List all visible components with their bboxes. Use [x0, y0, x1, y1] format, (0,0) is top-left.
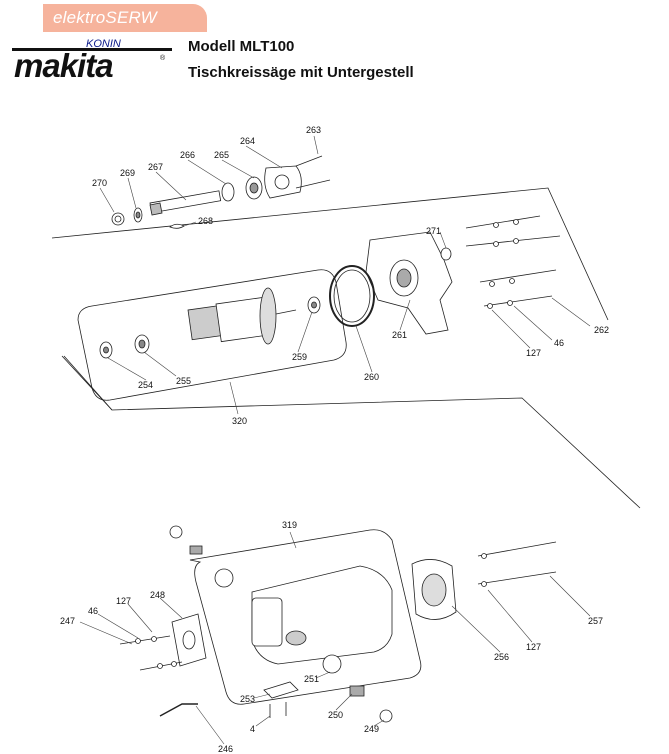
part-label-4: 4 [250, 724, 255, 734]
dealer-badge: elektroSERW [43, 4, 207, 32]
clamp-253 [263, 681, 299, 699]
part-label-256: 256 [494, 652, 509, 662]
part-label-267: 267 [148, 162, 163, 172]
part-label-262: 262 [594, 325, 609, 335]
part-label-250: 250 [328, 710, 343, 720]
part-label-259: 259 [292, 352, 307, 362]
part-label-247: 247 [60, 616, 75, 626]
cap [169, 525, 183, 539]
part-label-253: 253 [240, 694, 255, 704]
part-label-255: 255 [176, 376, 191, 386]
screw-262a [465, 215, 541, 229]
brush-250 [349, 685, 365, 697]
part-label-264: 264 [240, 136, 255, 146]
part-label-261: 261 [392, 330, 407, 340]
part-label-254: 254 [138, 380, 153, 390]
model-title: Modell MLT100 [188, 38, 295, 55]
part-label-270: 270 [92, 178, 107, 188]
makita-logo: makita ® [12, 48, 172, 80]
cap-249 [379, 709, 393, 723]
konin-label: KONIN [86, 38, 121, 50]
housing-group-frame [189, 529, 422, 705]
part-label-127: 127 [116, 596, 131, 606]
screw-263b [295, 179, 331, 189]
screw-262b [465, 235, 561, 247]
part-label-246: 246 [218, 744, 233, 754]
part-label-251: 251 [304, 674, 319, 684]
part-label-268: 268 [198, 216, 213, 226]
part-label-320: 320 [232, 416, 247, 426]
screw-263a [295, 155, 323, 167]
bushing-251 [322, 654, 342, 674]
part-label-269: 269 [120, 168, 135, 178]
frame-line-upper [51, 187, 609, 321]
screw-257a [477, 541, 557, 557]
part-label-248: 248 [150, 590, 165, 600]
fan [259, 287, 277, 345]
frame-line-lower [61, 355, 641, 509]
product-subtitle: Tischkreissäge mit Untergestell [188, 64, 414, 81]
part-label-271: 271 [426, 226, 441, 236]
brush [189, 545, 203, 555]
cord-246 [159, 703, 198, 717]
part-label-260: 260 [364, 372, 379, 382]
svg-text:®: ® [160, 54, 166, 62]
oring-266 [221, 182, 235, 202]
part-label-46: 46 [554, 338, 564, 348]
part-label-46: 46 [88, 606, 98, 616]
screw-257b [477, 571, 557, 585]
part-label-127: 127 [526, 642, 541, 652]
key-268 [169, 223, 185, 229]
dealer-badge-text: elektroSERW [53, 8, 157, 27]
part-label-265: 265 [214, 150, 229, 160]
svg-text:makita: makita [14, 48, 113, 80]
part-label-266: 266 [180, 150, 195, 160]
part-label-127: 127 [526, 348, 541, 358]
oring-260 [329, 265, 375, 327]
part-label-319: 319 [282, 520, 297, 530]
brush-holder [214, 568, 234, 588]
part-label-263: 263 [306, 125, 321, 135]
part-label-249: 249 [364, 724, 379, 734]
bearing-271 [440, 247, 452, 261]
part-label-257: 257 [588, 616, 603, 626]
